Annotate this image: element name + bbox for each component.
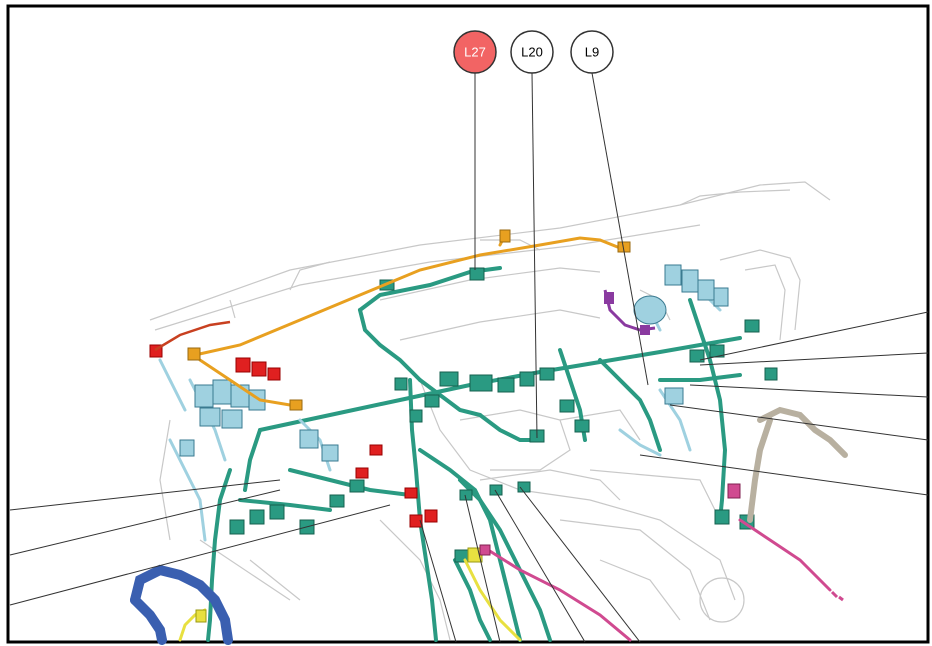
- callout-L9-circle: [570, 30, 614, 74]
- red-harness: [154, 320, 231, 352]
- callout-leaders: [474, 72, 649, 439]
- yellow-connector-left: [195, 609, 207, 623]
- diagram-border: [6, 4, 930, 644]
- magenta-harness: [483, 518, 832, 642]
- callout-L27-circle: [453, 30, 497, 74]
- callout-L20[interactable]: L20: [510, 30, 554, 74]
- leader-lines-right: [639, 311, 929, 496]
- magenta-connector-2: [479, 544, 491, 556]
- callout-L9-label: L9: [585, 45, 599, 60]
- callout-L27[interactable]: L27: [453, 30, 497, 74]
- magenta-connector: [727, 483, 741, 499]
- right-connector-cluster: [633, 264, 729, 405]
- leader-lines-bottom: [419, 486, 641, 643]
- purple-connector: [604, 292, 614, 304]
- gray-harness: [747, 406, 848, 523]
- leader-lines-left: [9, 479, 391, 606]
- callout-L20-label: L20: [521, 45, 543, 60]
- magenta-dash: [830, 590, 844, 602]
- red-connectors: [149, 344, 438, 528]
- callout-L20-circle: [510, 30, 554, 74]
- orange-connectors: [187, 229, 631, 411]
- green-connectors: [229, 267, 778, 563]
- purple-connector-2: [640, 325, 650, 335]
- callout-L9[interactable]: L9: [570, 30, 614, 74]
- callout-L27-label: L27: [464, 45, 486, 60]
- blue-harness: [130, 564, 233, 645]
